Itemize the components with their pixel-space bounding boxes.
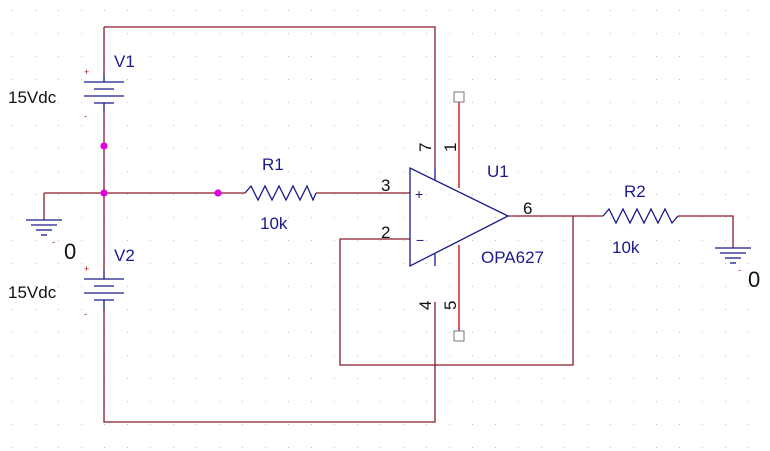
v1-ref-label: V1 (114, 52, 135, 71)
v2-plus-mark: + (84, 264, 89, 274)
r2-resistor-symbol[interactable] (602, 207, 679, 225)
pin5-terminal[interactable] (453, 330, 465, 342)
pin-number-1: 1 (441, 143, 460, 152)
ground-right-symbol (715, 247, 751, 264)
pin-number-3: 3 (381, 176, 390, 195)
ground-left-symbol (26, 219, 62, 236)
junction-dot (214, 189, 222, 197)
wire-feedback (339, 216, 574, 366)
ground-right-label: 0 (748, 267, 760, 292)
v2-battery-symbol[interactable] (84, 270, 124, 310)
v2-ref-label: V2 (114, 246, 135, 265)
v2-value-label: 15Vdc (8, 283, 57, 302)
wire-v1-top-to-u1-pin7 (104, 26, 436, 168)
r1-ref-label: R1 (262, 155, 284, 174)
u1-opamp-symbol[interactable] (409, 166, 510, 268)
v2-minus-mark: - (84, 309, 87, 319)
u1-ref-label: U1 (487, 162, 509, 181)
pin-number-5: 5 (441, 301, 460, 310)
u1-noninverting-sign: + (415, 186, 423, 202)
v1-minus-mark: - (84, 111, 87, 121)
pin1-terminal[interactable] (453, 91, 465, 103)
junctions (100, 142, 222, 197)
v1-plus-mark: + (84, 67, 89, 77)
grid-dots (12, 10, 749, 448)
pin-number-7: 7 (416, 143, 435, 152)
v1-battery-symbol[interactable] (84, 74, 124, 112)
pin-number-4: 4 (416, 301, 435, 310)
pin-number-2: 2 (381, 223, 390, 242)
wires (43, 26, 734, 423)
u1-part-label: OPA627 (481, 248, 544, 267)
r1-resistor-symbol[interactable] (244, 184, 317, 202)
ground-left-label: 0 (64, 239, 76, 264)
r2-value-label: 10k (612, 238, 640, 257)
pin-number-6: 6 (523, 199, 532, 218)
ground-right-mark: - (738, 265, 741, 275)
junction-dot (100, 189, 108, 197)
u1-inverting-sign: − (416, 232, 424, 248)
v1-value-label: 15Vdc (8, 88, 57, 107)
ground-left-mark: - (52, 237, 55, 247)
r1-value-label: 10k (260, 214, 288, 233)
wire-v2-bottom-to-u1-pin4 (103, 302, 436, 423)
junction-dot (100, 142, 108, 150)
wire-r2-to-gnd (678, 215, 734, 248)
r2-ref-label: R2 (624, 182, 646, 201)
